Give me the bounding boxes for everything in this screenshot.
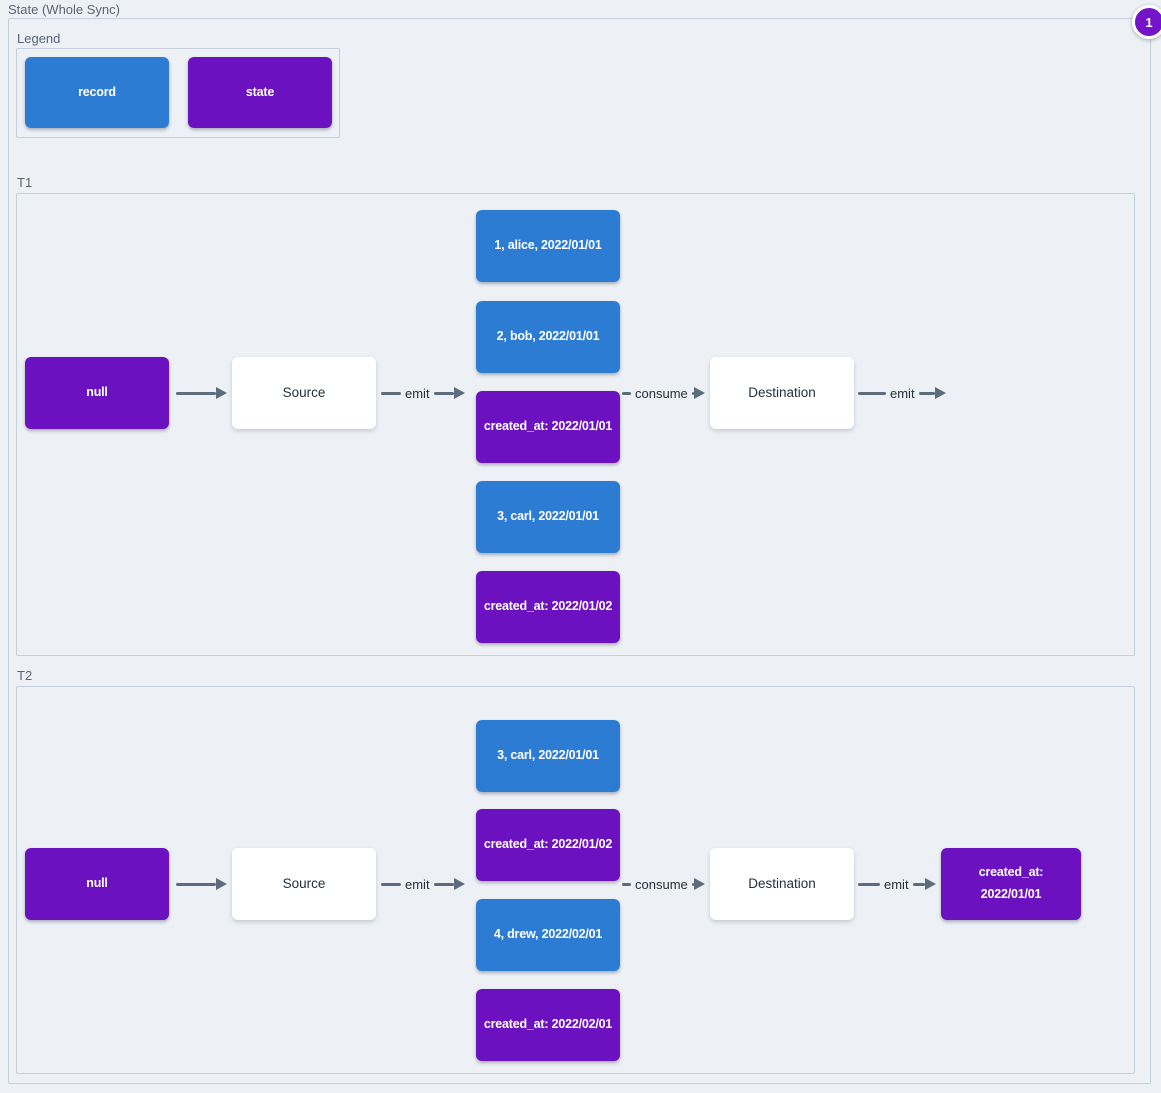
edge-label: emit <box>405 385 430 401</box>
edge-label: emit <box>884 876 909 892</box>
destination-node: Destination <box>710 357 854 429</box>
edge-label: emit <box>405 876 430 892</box>
edge-line <box>918 391 935 395</box>
edge-line <box>691 882 694 886</box>
edge-line <box>858 882 880 886</box>
state-node: created_at: 2022/01/02 <box>476 571 620 643</box>
edge-label: consume <box>635 385 688 401</box>
record-node: 3, carl, 2022/01/01 <box>476 720 620 792</box>
state-node: created_at: 2022/01/01 <box>476 391 620 463</box>
edge-line <box>858 391 886 395</box>
edge-line <box>912 882 925 886</box>
state-node: created_at: 2022/01/01 <box>941 848 1081 920</box>
outer-frame <box>8 18 1151 1084</box>
legend-state-swatch: state <box>188 57 332 128</box>
record-node: 2, bob, 2022/01/01 <box>476 301 620 373</box>
edge-line <box>176 882 216 886</box>
source-node: Source <box>232 848 376 920</box>
legend-title: Legend <box>17 31 61 46</box>
legend-record-swatch: record <box>25 57 169 128</box>
edge-line <box>433 882 454 886</box>
edge-label: consume <box>635 876 688 892</box>
section-t1-label: T1 <box>17 175 33 190</box>
arrow-null-to-source <box>176 383 227 403</box>
section-t2-frame <box>16 686 1135 1074</box>
edge-emit-source: emit <box>381 383 465 403</box>
edge-emit-destination: emit <box>858 874 936 894</box>
page-title: State (Whole Sync) <box>8 2 120 17</box>
edge-line <box>381 882 401 886</box>
edge-line <box>433 391 454 395</box>
edge-line <box>622 882 631 886</box>
record-node: 1, alice, 2022/01/01 <box>476 210 620 282</box>
state-node: created_at: 2022/01/02 <box>476 809 620 881</box>
edge-label: emit <box>890 385 915 401</box>
arrowhead-icon <box>216 878 227 890</box>
state-node: null <box>25 848 169 920</box>
section-t1-frame <box>16 193 1135 656</box>
destination-node: Destination <box>710 848 854 920</box>
arrowhead-icon <box>925 878 936 890</box>
record-node: 4, drew, 2022/02/01 <box>476 899 620 971</box>
arrowhead-icon <box>454 387 465 399</box>
edge-line <box>691 391 694 395</box>
edge-line <box>622 391 631 395</box>
edge-emit-destination: emit <box>858 383 946 403</box>
section-t2-label: T2 <box>17 668 33 683</box>
source-node: Source <box>232 357 376 429</box>
record-node: 3, carl, 2022/01/01 <box>476 481 620 553</box>
edge-consume: consume <box>622 874 705 894</box>
arrowhead-icon <box>454 878 465 890</box>
state-node: created_at: 2022/02/01 <box>476 989 620 1061</box>
edge-emit-source: emit <box>381 874 465 894</box>
edge-line <box>381 391 401 395</box>
arrowhead-icon <box>935 387 946 399</box>
arrowhead-icon <box>694 878 705 890</box>
state-node: null <box>25 357 169 429</box>
step-badge: 1 <box>1132 5 1161 39</box>
edge-line <box>176 391 216 395</box>
arrow-null-to-source <box>176 874 227 894</box>
edge-consume: consume <box>622 383 705 403</box>
arrowhead-icon <box>216 387 227 399</box>
legend-panel <box>16 48 340 138</box>
arrowhead-icon <box>694 387 705 399</box>
